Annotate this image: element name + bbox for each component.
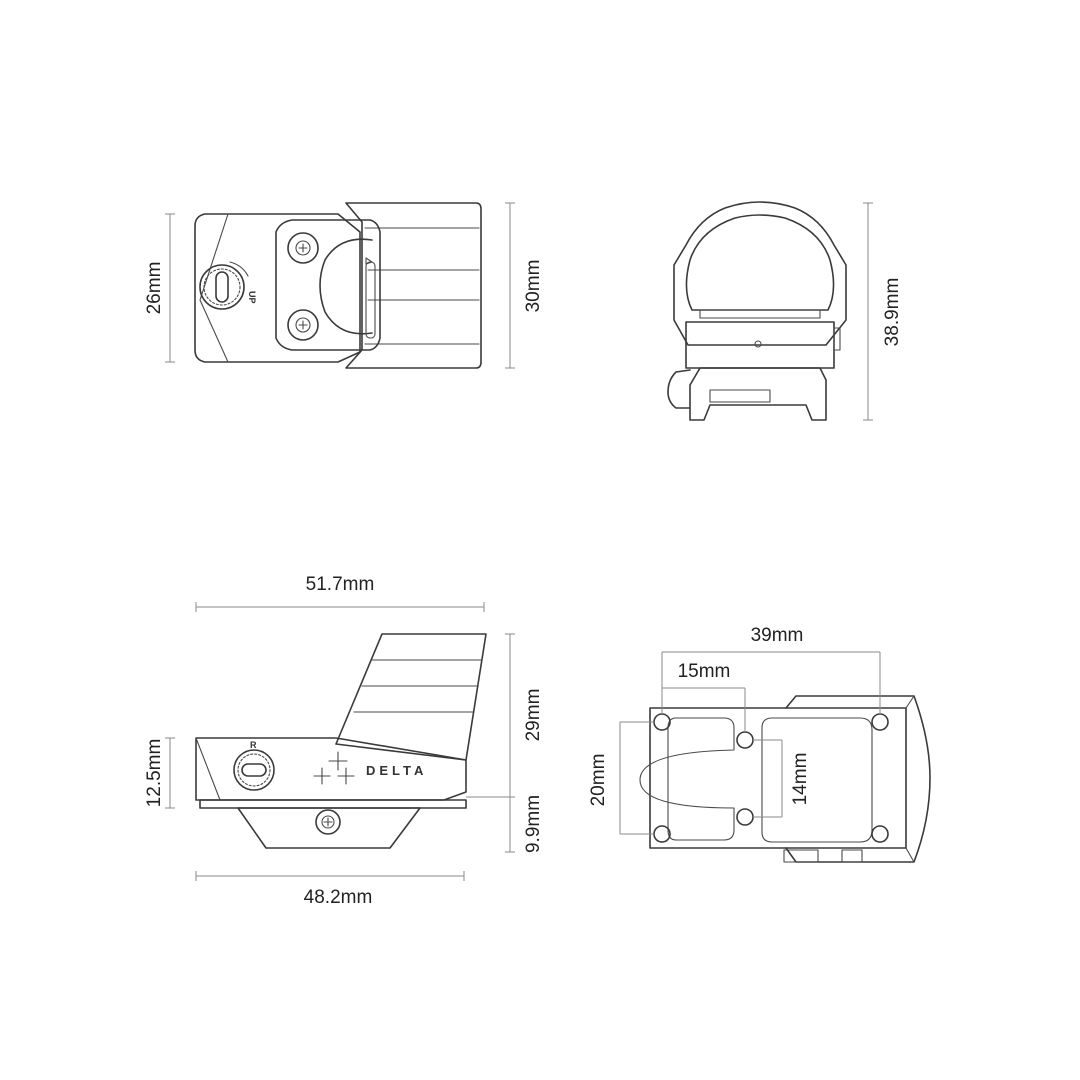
top-view: UP 26mm 30mm — [144, 202, 544, 369]
footprint-inner-spacing-label: 15mm — [678, 661, 731, 682]
dial-r-mark: R — [250, 740, 257, 750]
footprint-hole-outer-top-right — [871, 713, 889, 731]
footprint-hole-inner-bottom — [736, 808, 754, 826]
front-view-hood-outer — [673, 201, 847, 346]
footprint-hole-inner-top — [736, 731, 754, 749]
side-view-base-length-label: 48.2mm — [304, 887, 373, 908]
top-view-rear-body — [194, 213, 361, 363]
side-view-crosshair-marks — [313, 751, 355, 785]
side-view-body — [195, 737, 467, 801]
side-view-mount — [237, 807, 421, 849]
side-view-brand-text: DELTA — [366, 763, 427, 778]
side-view-total-height-label: 29mm — [523, 689, 544, 742]
footprint-hole-outer-bottom-right — [871, 825, 889, 843]
front-view-window — [685, 214, 835, 311]
front-view-body — [685, 321, 835, 369]
footprint-recess-left — [639, 717, 735, 841]
footprint-outer-spacing-label: 39mm — [751, 625, 804, 646]
side-view-windage-dial: R — [233, 740, 275, 791]
top-view-window — [275, 219, 381, 351]
top-view-width-label: 26mm — [144, 262, 165, 315]
dial-up-mark: UP — [247, 291, 257, 304]
side-view-base-plate — [199, 799, 467, 809]
top-view-length-label: 30mm — [523, 260, 544, 313]
top-view-screw-lower — [287, 309, 319, 341]
front-view-clamp-knob — [667, 369, 691, 409]
side-view-mount-height-label: 9.9mm — [523, 795, 544, 853]
footprint-view: 39mm 15mm 20mm 14mm — [588, 625, 931, 863]
footprint-inner-height-label: 14mm — [790, 753, 811, 806]
front-view-height-label: 38.9mm — [882, 278, 903, 347]
top-view-elevation-dial: UP — [199, 261, 257, 310]
footprint-plate — [649, 707, 907, 849]
front-view-sensor — [754, 340, 762, 348]
top-view-battery-cover — [319, 238, 373, 335]
footprint-recess-right — [761, 717, 873, 843]
side-view: R DELTA 51.7mm 48.2mm 12.5mm 29mm 9.9mm — [144, 574, 544, 908]
side-view-mount-screw — [315, 809, 341, 835]
footprint-outer-height-label: 20mm — [588, 754, 609, 807]
footprint-hole-outer-top-left — [653, 713, 671, 731]
footprint-hole-outer-bottom-left — [653, 825, 671, 843]
side-view-total-length-label: 51.7mm — [306, 574, 375, 595]
footprint-hood — [785, 695, 931, 863]
front-view: 38.9mm — [667, 201, 903, 421]
top-view-front-hood — [345, 202, 482, 369]
top-view-screw-upper — [287, 232, 319, 264]
side-view-body-height-label: 12.5mm — [144, 739, 165, 808]
